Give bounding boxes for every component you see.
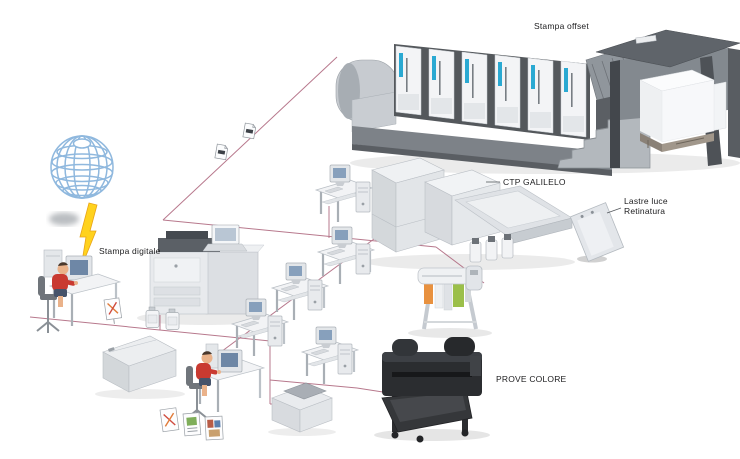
print-sample-icon [182,412,202,437]
developer-bottles [469,234,514,263]
file-transfer-icon [214,143,229,161]
lightning-bolt-icon [79,202,98,269]
proof-plotter [381,337,482,443]
scanner [271,382,333,433]
workstation-5-tower [337,343,353,375]
print-sample-icon [204,415,224,441]
offset-press [335,29,740,176]
operator-2-workstation [185,343,266,421]
file-transfer-icon [242,122,257,140]
internet-globe-icon [50,135,114,199]
wide-format-plotter [417,265,483,330]
label-leader-lines [486,181,622,214]
label-stampa-offset: Stampa offset [534,21,589,31]
workstation-3-tower [307,279,323,311]
workstation-1-tower [355,181,371,213]
print-sample-icon [103,297,123,324]
operator-1-workstation [36,249,122,333]
printing-plate-sheet [569,202,625,262]
label-ctp-galileo: CTP GALILELO [503,177,566,187]
ctp-platesetter [371,157,573,263]
label-stampa-digitale: Stampa digitale [99,246,161,256]
print-sample-icon [159,407,180,433]
label-lastre-luce: Lastre luce [624,196,668,206]
operator-1 [36,262,78,333]
flat-finishing-machine [102,335,177,393]
workstation-4-tower [267,315,283,347]
digital-press [149,224,265,315]
operator-2 [185,351,221,421]
label-prove-colore: PROVE COLORE [496,374,567,384]
label-retinatura: Retinatura [624,206,666,216]
cloud-shadow [49,212,79,226]
workstation-2-tower [355,243,371,275]
